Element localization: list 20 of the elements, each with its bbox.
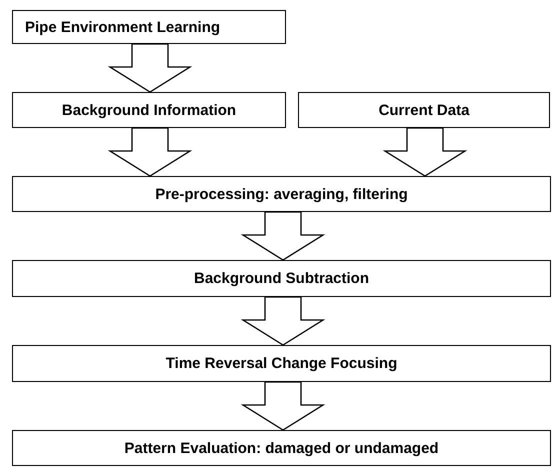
box-label: Background Information [62, 102, 236, 118]
box-label: Current Data [378, 102, 470, 118]
process-box [12, 176, 551, 212]
block-arrow [108, 127, 192, 177]
process-box [12, 260, 551, 297]
process-box [12, 92, 286, 128]
block-arrow [240, 211, 326, 261]
process-box [298, 92, 550, 128]
block-arrow [382, 127, 468, 177]
box-label: Pipe Environment Learning [25, 18, 220, 36]
box-label: Background Subtraction [194, 270, 369, 287]
process-box [12, 345, 551, 382]
box-label: Pattern Evaluation: damaged or undamaged [124, 440, 439, 456]
box-label: Time Reversal Change Focusing [166, 355, 398, 372]
block-arrow [240, 296, 326, 346]
process-box [12, 10, 286, 44]
box-label: Pre-processing: averaging, filtering [155, 186, 408, 202]
block-arrow [240, 381, 326, 431]
process-box [12, 430, 551, 466]
block-arrow [108, 43, 192, 93]
